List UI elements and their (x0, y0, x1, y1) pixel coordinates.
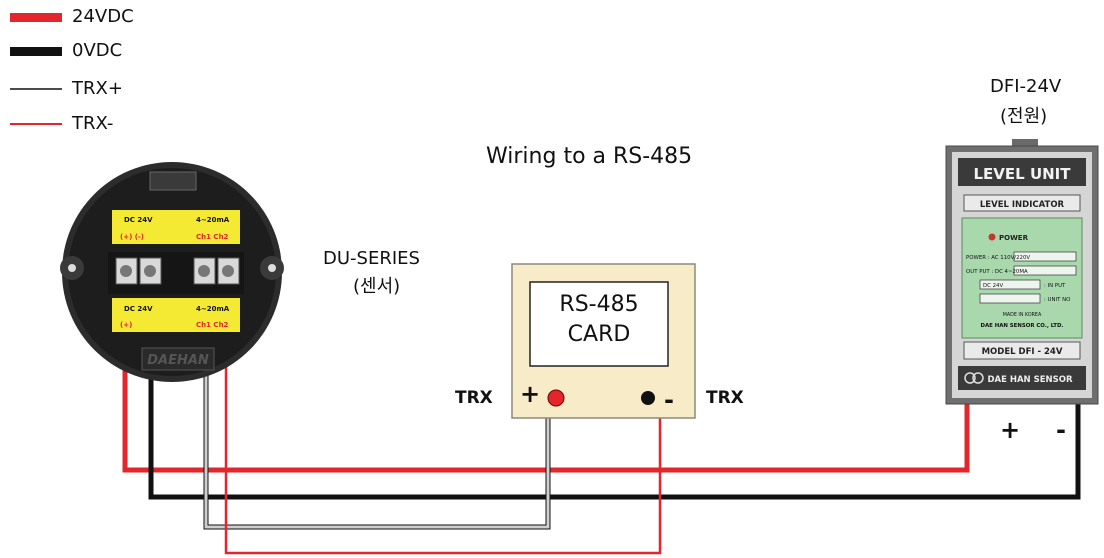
sensor-subtitle: (센서) (353, 276, 401, 297)
wire-trx-plus (204, 280, 550, 529)
unit-brand-bar (958, 366, 1086, 390)
unit-spec-panel (961, 217, 1083, 339)
legend-label-trx-minus: TRX- (72, 113, 114, 134)
sensor-bottom-left-label: DC 24V (124, 305, 153, 313)
legend-swatch-0vdc (10, 47, 62, 56)
card-left-trx-label: TRX (455, 388, 493, 408)
sensor-brand-plate (141, 347, 215, 371)
power-led (988, 233, 996, 241)
sensor-bottom-right-label: 4~20mA (196, 305, 230, 313)
rs485-card (511, 263, 696, 419)
spec-box-4 (979, 293, 1041, 304)
card-plus-terminal (547, 389, 565, 407)
spec-made-in: MADE IN KOREA (1003, 312, 1042, 318)
spec-company: DAE HAN SENSOR CO., LTD. (981, 323, 1064, 329)
legend-label-trx-plus: TRX+ (72, 78, 123, 99)
wires (122, 280, 1081, 555)
wire-0vdc (148, 280, 1081, 500)
spec-box-3 (979, 279, 1041, 290)
unit-brand-label: DAE HAN SENSOR (987, 375, 1073, 385)
sensor-top-left-label: DC 24V (124, 216, 153, 224)
wire-trx-minus (224, 280, 662, 555)
unit-header-bar (958, 158, 1086, 186)
sensor-name: DU-SERIES (323, 248, 420, 269)
sensor-top-right-label: 4~20mA (196, 216, 230, 224)
unit-header: LEVEL UNIT (974, 165, 1072, 183)
sensor-label-bottom (112, 298, 240, 332)
legend-swatch-24vdc (10, 13, 62, 22)
spec-box-1 (1013, 251, 1077, 262)
legend-label-24vdc: 24VDC (72, 6, 134, 27)
sensor-top-channels: Ch1 Ch2 (196, 233, 229, 241)
sensor-label-top (112, 210, 240, 244)
unit-indicator-label: LEVEL INDICATOR (980, 200, 1065, 210)
power-minus-sign: - (1056, 416, 1066, 444)
unit-indicator-bar (963, 194, 1081, 212)
terminal-screws (120, 265, 234, 277)
spec-unitno-label: : UNIT NO (1044, 297, 1070, 303)
sensor-bottom-channels: Ch1 Ch2 (196, 321, 229, 329)
du-series-sensor: DAEHAN DC 24V 4~20mA (+) (-) Ch1 Ch2 DC … (60, 162, 284, 382)
spec-box-2 (1013, 265, 1077, 276)
sensor-top-polarity: (+) (-) (120, 233, 144, 241)
sensor-mount-hole-right (268, 264, 276, 272)
sensor-mount-hole-left (68, 264, 76, 272)
spec-power: POWER : AC 110V/220V (966, 255, 1030, 261)
unit-top-tab (1012, 139, 1038, 147)
unit-model-label: MODEL DFI - 24V (982, 347, 1063, 357)
card-line-1: RS-485 (559, 292, 639, 317)
diagram-title: Wiring to a RS-485 (486, 144, 693, 169)
card-line-2: CARD (567, 322, 631, 347)
sensor-bottom-polarity: (+) (120, 321, 132, 329)
sensor-brand-mark: DAEHAN (147, 353, 209, 368)
card-right-trx-label: TRX (706, 388, 744, 408)
power-unit-subtitle: (전원) (1000, 106, 1048, 127)
card-minus-sign: - (664, 386, 674, 414)
dae-han-logo-icon (964, 372, 984, 384)
card-display (529, 281, 669, 367)
spec-dc24v: DC 24V (983, 283, 1003, 289)
power-plus-sign: + (1000, 416, 1021, 444)
card-minus-terminal (641, 391, 655, 405)
card-plus-sign: + (520, 380, 541, 408)
spec-output: OUT PUT : DC 4~20MA (966, 269, 1028, 275)
dfi-24v-unit: LEVEL UNIT LEVEL INDICATOR POWER POWER :… (945, 139, 1099, 405)
unit-model-bar (963, 341, 1081, 360)
legend-label-0vdc: 0VDC (72, 40, 123, 61)
power-led-label: POWER (999, 234, 1029, 242)
sensor-connector (149, 171, 197, 191)
power-unit-name: DFI-24V (990, 76, 1062, 97)
spec-input-label: : IN PUT (1044, 283, 1066, 289)
